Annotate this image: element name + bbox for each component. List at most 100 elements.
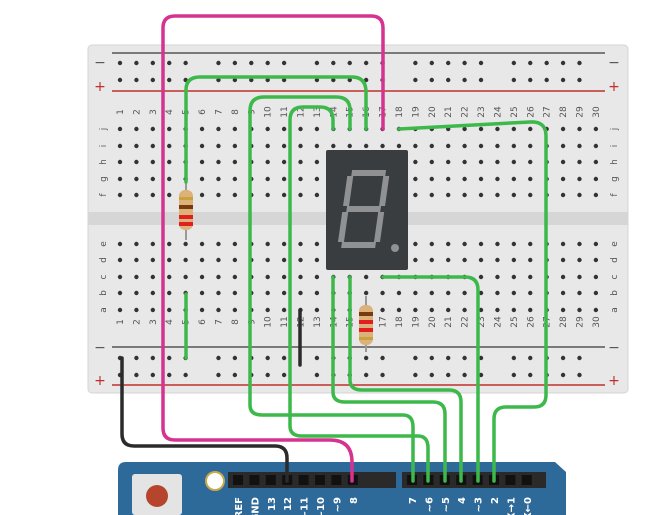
breadboard-hole[interactable] <box>281 290 287 296</box>
rail-hole[interactable] <box>577 77 582 83</box>
breadboard-hole[interactable] <box>413 257 418 263</box>
breadboard-hole[interactable] <box>560 192 566 198</box>
breadboard-hole[interactable] <box>117 143 123 149</box>
breadboard-hole[interactable] <box>117 274 123 280</box>
breadboard-hole[interactable] <box>216 290 221 296</box>
rail-hole[interactable] <box>216 355 221 361</box>
breadboard-hole[interactable] <box>314 126 320 132</box>
breadboard-hole[interactable] <box>560 257 566 263</box>
breadboard-hole[interactable] <box>265 241 270 247</box>
breadboard-hole[interactable] <box>560 307 566 313</box>
breadboard-hole[interactable] <box>593 126 599 132</box>
breadboard-hole[interactable] <box>429 307 434 313</box>
rail-hole[interactable] <box>134 355 139 361</box>
breadboard-hole[interactable] <box>216 274 221 280</box>
rail-hole[interactable] <box>314 355 320 361</box>
breadboard-hole[interactable] <box>232 241 238 247</box>
breadboard-hole[interactable] <box>528 307 533 313</box>
breadboard-hole[interactable] <box>199 241 205 247</box>
breadboard-hole[interactable] <box>232 126 238 132</box>
breadboard-hole[interactable] <box>593 257 599 263</box>
rail-hole[interactable] <box>413 372 418 378</box>
breadboard-hole[interactable] <box>281 257 287 263</box>
rail-hole[interactable] <box>347 77 352 83</box>
breadboard-hole[interactable] <box>281 159 287 165</box>
breadboard-hole[interactable] <box>314 290 320 296</box>
breadboard-hole[interactable] <box>560 143 566 149</box>
breadboard-hole[interactable] <box>183 274 188 280</box>
rail-hole[interactable] <box>560 372 566 378</box>
breadboard-hole[interactable] <box>396 290 402 296</box>
breadboard-hole[interactable] <box>199 257 205 263</box>
breadboard-hole[interactable] <box>577 159 582 165</box>
breadboard-hole[interactable] <box>314 274 320 280</box>
rail-hole[interactable] <box>265 355 270 361</box>
breadboard-hole[interactable] <box>265 274 270 280</box>
breadboard-hole[interactable] <box>511 192 517 198</box>
breadboard-hole[interactable] <box>363 274 369 280</box>
breadboard-hole[interactable] <box>478 126 484 132</box>
breadboard-hole[interactable] <box>429 257 434 263</box>
breadboard-hole[interactable] <box>281 176 287 182</box>
breadboard-hole[interactable] <box>413 241 418 247</box>
rail-hole[interactable] <box>462 77 467 83</box>
breadboard-hole[interactable] <box>183 257 188 263</box>
breadboard-hole[interactable] <box>167 176 172 182</box>
breadboard-hole[interactable] <box>150 241 156 247</box>
breadboard-hole[interactable] <box>413 176 418 182</box>
breadboard-hole[interactable] <box>528 257 533 263</box>
breadboard-hole[interactable] <box>495 143 500 149</box>
breadboard-hole[interactable] <box>167 274 172 280</box>
breadboard-hole[interactable] <box>150 290 156 296</box>
breadboard-hole[interactable] <box>117 307 123 313</box>
rail-hole[interactable] <box>183 60 188 66</box>
breadboard-hole[interactable] <box>216 143 221 149</box>
rail-hole[interactable] <box>331 60 336 66</box>
breadboard-hole[interactable] <box>167 257 172 263</box>
breadboard-hole[interactable] <box>429 176 434 182</box>
breadboard-hole[interactable] <box>528 143 533 149</box>
breadboard-hole[interactable] <box>199 159 205 165</box>
breadboard-hole[interactable] <box>593 241 599 247</box>
breadboard-hole[interactable] <box>216 241 221 247</box>
rail-hole[interactable] <box>560 60 566 66</box>
breadboard-hole[interactable] <box>281 274 287 280</box>
breadboard-hole[interactable] <box>183 241 188 247</box>
rail-hole[interactable] <box>363 372 369 378</box>
breadboard-hole[interactable] <box>511 257 517 263</box>
breadboard-hole[interactable] <box>528 290 533 296</box>
breadboard-hole[interactable] <box>577 274 582 280</box>
breadboard-hole[interactable] <box>167 192 172 198</box>
rail-hole[interactable] <box>265 77 270 83</box>
breadboard-hole[interactable] <box>396 307 402 313</box>
wire-green-7[interactable] <box>397 120 548 483</box>
rail-hole[interactable] <box>528 372 533 378</box>
breadboard-hole[interactable] <box>134 257 139 263</box>
breadboard-hole[interactable] <box>511 159 517 165</box>
breadboard-hole[interactable] <box>199 176 205 182</box>
breadboard-hole[interactable] <box>593 143 599 149</box>
rail-hole[interactable] <box>528 77 533 83</box>
rail-hole[interactable] <box>167 60 172 66</box>
breadboard-hole[interactable] <box>117 257 123 263</box>
rail-hole[interactable] <box>331 77 336 83</box>
breadboard-hole[interactable] <box>429 143 434 149</box>
breadboard-hole[interactable] <box>298 176 303 182</box>
breadboard-hole[interactable] <box>528 159 533 165</box>
rail-hole[interactable] <box>511 77 517 83</box>
rail-hole[interactable] <box>150 77 156 83</box>
breadboard-hole[interactable] <box>495 192 500 198</box>
breadboard-hole[interactable] <box>117 176 123 182</box>
breadboard-hole[interactable] <box>150 159 156 165</box>
breadboard-hole[interactable] <box>462 241 467 247</box>
rail-hole[interactable] <box>544 60 549 66</box>
breadboard-hole[interactable] <box>495 126 500 132</box>
breadboard-hole[interactable] <box>462 126 467 132</box>
breadboard-hole[interactable] <box>511 126 517 132</box>
breadboard-hole[interactable] <box>413 192 418 198</box>
rail-hole[interactable] <box>216 77 221 83</box>
breadboard-hole[interactable] <box>560 241 566 247</box>
header-pin[interactable] <box>233 475 243 485</box>
breadboard-hole[interactable] <box>593 159 599 165</box>
breadboard-hole[interactable] <box>511 241 517 247</box>
